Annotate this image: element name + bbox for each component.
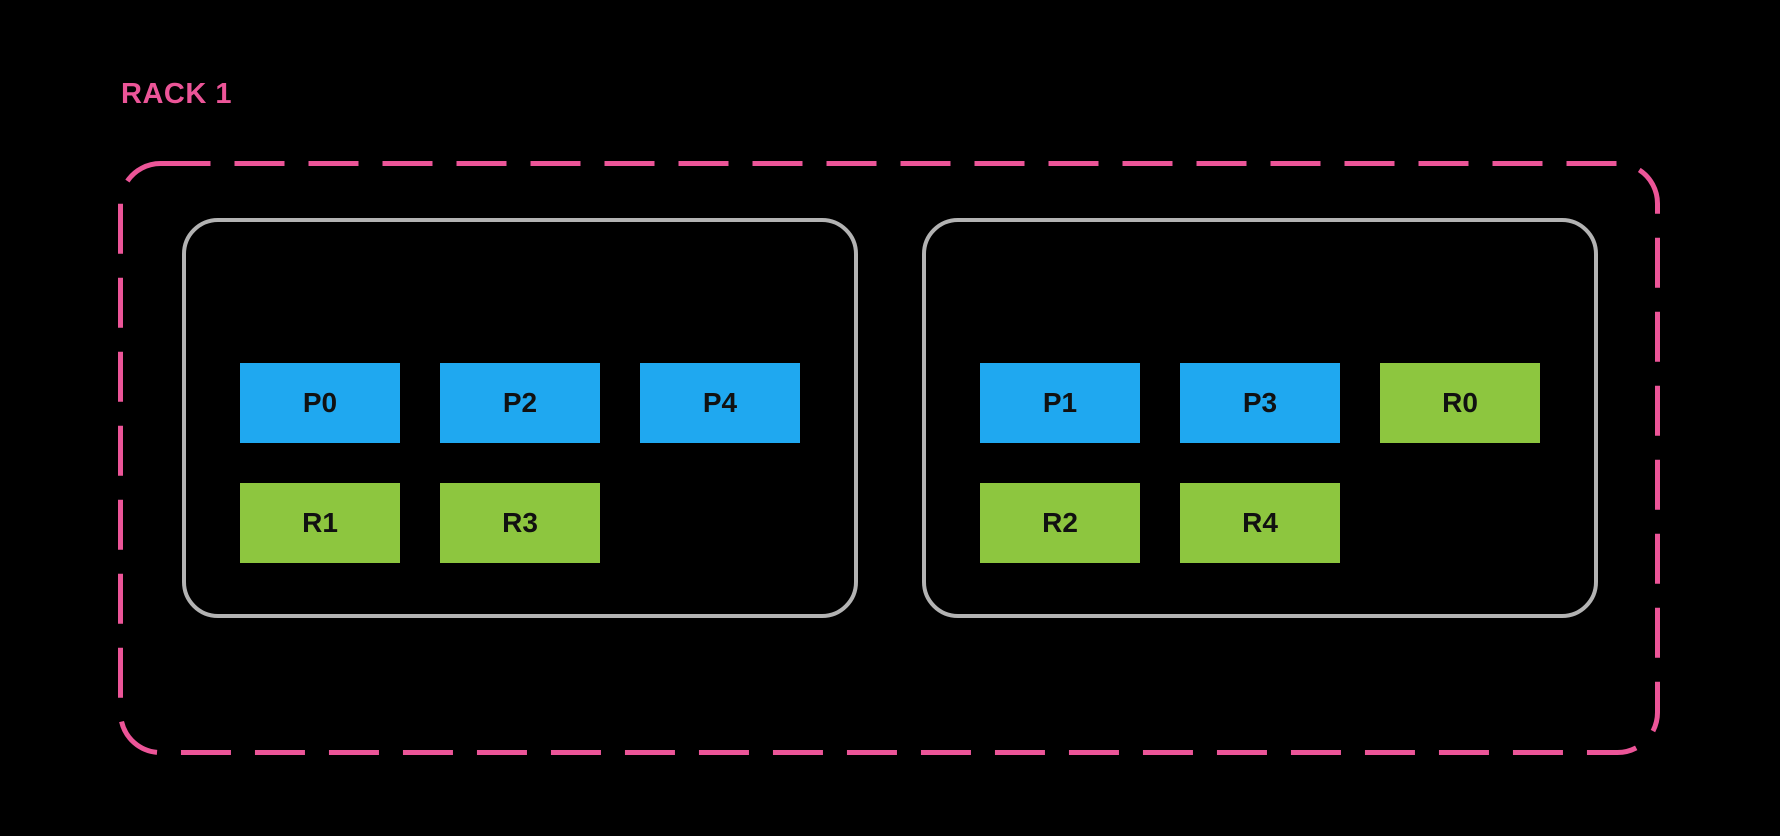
shard-chip-r4: R4 [1180, 483, 1340, 563]
rack-label: RACK 1 [121, 78, 232, 110]
node-left-row-primaries: P0 P2 P4 [240, 363, 800, 443]
node-left-row-replicas: R1 R3 [240, 483, 800, 563]
shard-chip-r1: R1 [240, 483, 400, 563]
shard-chip-p2: P2 [440, 363, 600, 443]
node-right-row-bottom: R2 R4 [980, 483, 1540, 563]
shard-chip-p3: P3 [1180, 363, 1340, 443]
shard-chip-p1: P1 [980, 363, 1140, 443]
node-left-rows: P0 P2 P4 R1 R3 [240, 363, 800, 563]
shard-chip-p4: P4 [640, 363, 800, 443]
shard-chip-r2: R2 [980, 483, 1140, 563]
node-right-rows: P1 P3 R0 R2 R4 [980, 363, 1540, 563]
node-right-row-top: P1 P3 R0 [980, 363, 1540, 443]
node-left: P0 P2 P4 R1 R3 [182, 218, 858, 618]
shard-chip-p0: P0 [240, 363, 400, 443]
shard-chip-r3: R3 [440, 483, 600, 563]
shard-chip-r0: R0 [1380, 363, 1540, 443]
node-right: P1 P3 R0 R2 R4 [922, 218, 1598, 618]
